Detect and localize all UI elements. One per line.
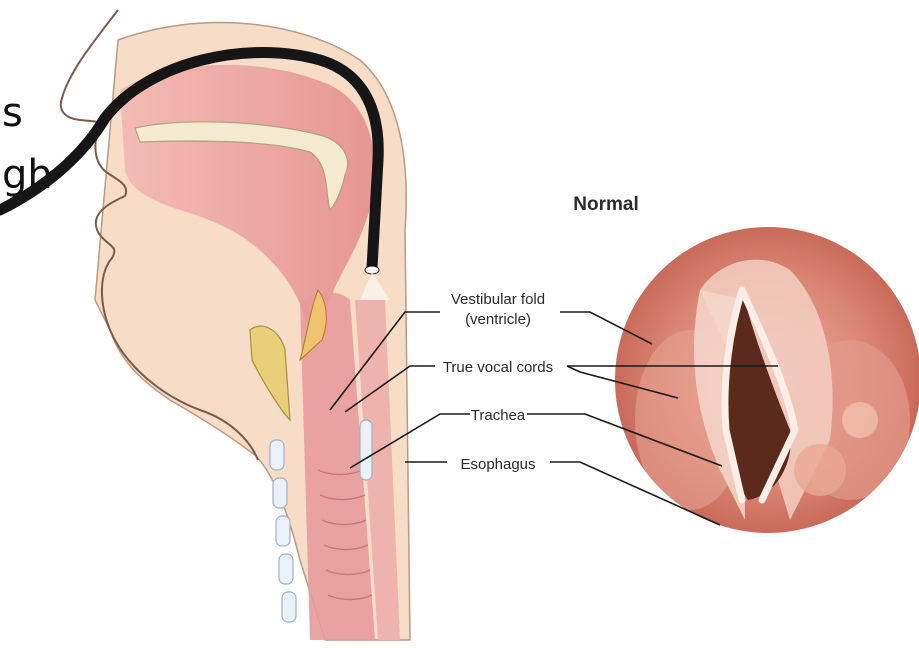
labels: Vestibular fold (ventricle) True vocal c… (443, 291, 553, 473)
view-title: Normal (573, 194, 638, 215)
label-vestibular-fold: Vestibular fold (451, 291, 545, 308)
sagittal-head-neck (0, 10, 410, 640)
label-esophagus: Esophagus (460, 456, 535, 473)
label-trachea: Trachea (471, 407, 526, 424)
label-true-vocal-cords: True vocal cords (443, 359, 553, 376)
laryngoscopy-view (615, 227, 919, 533)
slide-text-fragment-1: s (2, 90, 23, 136)
label-vestibular-fold-sub: (ventricle) (465, 311, 531, 328)
